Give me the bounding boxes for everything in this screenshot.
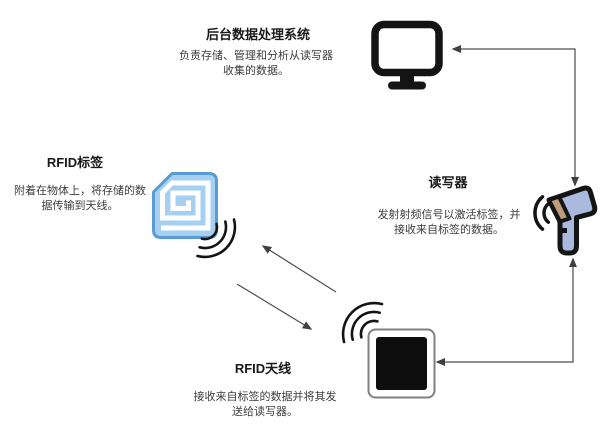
backend-system-title: 后台数据处理系统 bbox=[205, 27, 311, 42]
rfid-antenna-description: 接收来自标签的数据并将其发 送给读写器。 bbox=[194, 390, 337, 419]
scanner-trigger bbox=[560, 228, 567, 233]
description-line: 发射射频信号以激活标签，并 bbox=[377, 209, 521, 221]
description-line: 接收来自标签的数据。 bbox=[394, 223, 504, 236]
reader-title: 读写器 bbox=[428, 175, 468, 190]
scanner-signal-waves bbox=[542, 202, 551, 224]
antenna-panel bbox=[376, 337, 427, 390]
rfid-tag-title: RFID标签 bbox=[46, 155, 104, 170]
description-line: 收集的数据。 bbox=[223, 64, 289, 77]
monitor-screen bbox=[371, 20, 443, 77]
barcode-scanner-icon bbox=[533, 185, 598, 256]
backend-system-description: 负责存储、管理和分析从读写器 收集的数据。 bbox=[179, 49, 333, 78]
desktop-monitor-icon bbox=[371, 20, 443, 90]
scanner-window bbox=[547, 194, 572, 224]
connector-antenna-to-tag bbox=[261, 245, 337, 293]
monitor-stand bbox=[400, 73, 414, 83]
description-line: 负责存储、管理和分析从读写器 bbox=[179, 50, 333, 62]
tag-coil bbox=[160, 180, 211, 231]
rfid-tag-description: 附着在物体上，将存储的数 据传输到天线。 bbox=[14, 184, 146, 213]
description-line: 接收来自标签的数据并将其发 bbox=[193, 391, 337, 403]
monitor-base bbox=[388, 81, 426, 90]
rfid-antenna-title: RFID天线 bbox=[234, 361, 292, 376]
antenna-panel-icon bbox=[367, 328, 436, 399]
description-line: 附着在物体上，将存储的数 bbox=[14, 185, 146, 197]
scanner-signal-waves bbox=[533, 195, 545, 231]
connector-reader-backend bbox=[451, 44, 580, 187]
reader-description: 发射射频信号以激活标签，并 接收来自标签的数据。 bbox=[378, 208, 521, 237]
tag-signal-waves-icon bbox=[196, 218, 237, 259]
antenna-signal-waves-icon bbox=[341, 301, 384, 344]
connector-tag-to-antenna bbox=[236, 283, 313, 330]
description-line: 送给读写器。 bbox=[232, 405, 298, 418]
connector-antenna-reader bbox=[435, 257, 578, 367]
description-line: 据传输到天线。 bbox=[41, 199, 119, 212]
